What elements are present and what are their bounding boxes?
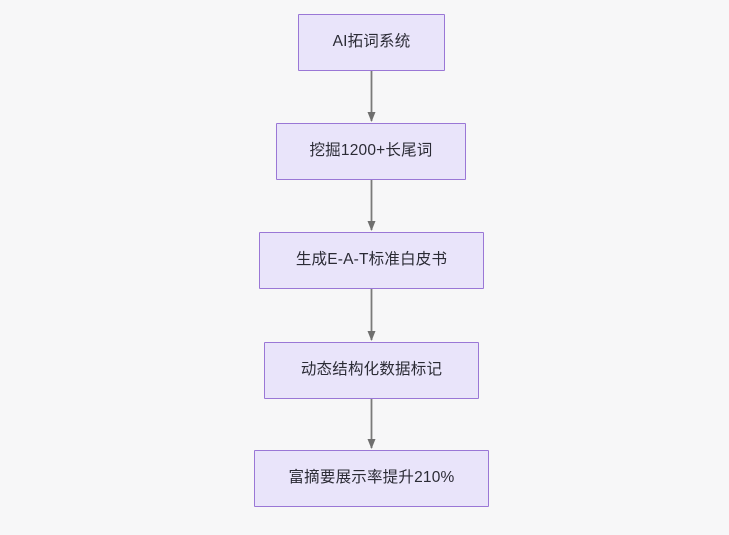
flow-node-rich-snippet-impression-uplift[interactable]: 富摘要展示率提升210% [254,450,489,507]
flow-node-dynamic-structured-data-markup[interactable]: 动态结构化数据标记 [264,342,479,399]
flow-node-label: 动态结构化数据标记 [300,361,443,379]
flow-node-label: AI拓词系统 [332,33,411,51]
flow-node-label: 富摘要展示率提升210% [288,469,455,487]
flow-node-mine-longtail-keywords[interactable]: 挖掘1200+长尾词 [276,123,466,180]
flow-node-ai-keyword-system[interactable]: AI拓词系统 [298,14,445,71]
flow-node-generate-eat-whitepaper[interactable]: 生成E-A-T标准白皮书 [259,232,484,289]
flow-node-label: 挖掘1200+长尾词 [309,142,433,160]
flow-node-label: 生成E-A-T标准白皮书 [295,251,448,269]
